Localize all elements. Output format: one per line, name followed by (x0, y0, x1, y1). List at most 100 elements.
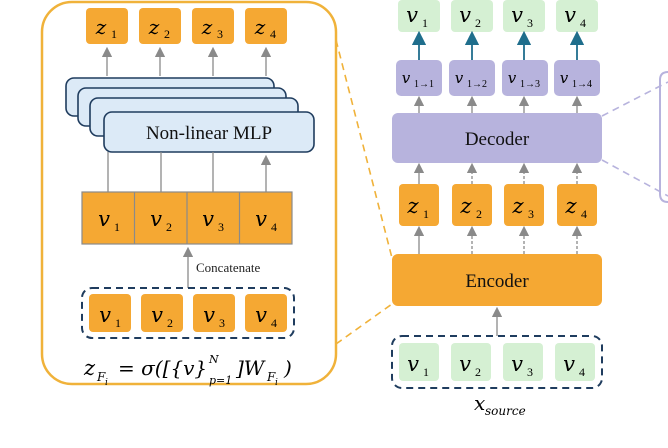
token-sub: 1→4 (572, 79, 592, 90)
token-sub: 2 (475, 365, 481, 379)
token-base: z (511, 194, 524, 218)
formula-close: ) (283, 356, 292, 380)
decoder-label: Decoder (465, 129, 530, 150)
token-base: v (455, 69, 464, 87)
token-sub: 2 (167, 316, 173, 330)
token-base: v (203, 303, 215, 327)
token-base: v (255, 303, 267, 327)
token-sub: 4 (271, 220, 277, 234)
token-sub: 4 (270, 27, 276, 41)
token-base: z (459, 194, 472, 218)
encoder-block (392, 254, 602, 306)
token-sub: 1 (111, 27, 117, 41)
token-base: v (150, 207, 162, 231)
latent-tokens: z 1 z 2 z 3 z 4 (399, 184, 597, 226)
token-base: v (151, 303, 163, 327)
token-base: v (560, 69, 569, 87)
formula-lhs-subsub: i (105, 378, 108, 388)
left-top-token: z 3 (192, 8, 234, 44)
token-base: z (148, 15, 160, 39)
left-top-token: z 4 (245, 8, 287, 44)
formula: z F i = σ([{v} N p=1 ]W F i ) (83, 353, 292, 388)
formula-sup: N (208, 353, 219, 366)
mlp-stack: Non-linear MLP (65, 77, 315, 153)
left-input-group (81, 287, 295, 339)
source-label-base: x (474, 391, 485, 415)
token-base: v (202, 207, 214, 231)
formula-body: = σ([{v} (118, 356, 207, 380)
token-base: v (406, 3, 418, 27)
token-sub: 3 (219, 316, 225, 330)
token-sub: 1→3 (520, 79, 540, 90)
token-base: v (99, 303, 111, 327)
token-sub: 4 (580, 16, 586, 30)
token-base: v (511, 352, 523, 376)
token-base: z (201, 15, 213, 39)
decoder-zoom-connector-top (601, 81, 668, 117)
token-sub: 2 (475, 16, 481, 30)
token-base: z (254, 15, 266, 39)
formula-rhs-sub: F (266, 370, 276, 384)
token-sub: 4 (581, 207, 587, 221)
token-sub: 3 (527, 365, 533, 379)
token-sub: 1 (422, 16, 428, 30)
left-top-token: z 2 (139, 8, 181, 44)
concat-to-mlp-lines (107, 152, 272, 192)
source-label-sub: source (485, 404, 526, 418)
formula-lhs-sub: F (96, 370, 106, 384)
decoder-block (392, 113, 602, 163)
token-sub: 3 (217, 27, 223, 41)
formula-sub: p=1 (209, 374, 232, 387)
formula-rhs-subsub: i (275, 378, 278, 388)
left-input-tokens: v 1 v 2 v 3 v 4 (89, 294, 287, 332)
token-sub: 1 (115, 316, 121, 330)
token-sub: 2 (164, 27, 170, 41)
token-sub: 2 (476, 207, 482, 221)
token-sub: 1 (114, 220, 120, 234)
token-base: z (406, 194, 419, 218)
mapping-tokens: v 1→1 v 1→2 v 1→3 v 1→4 (396, 60, 600, 96)
token-base: v (564, 3, 576, 27)
token-base: v (563, 352, 575, 376)
concatenate-label: Concatenate (196, 260, 260, 275)
token-sub: 1→1 (414, 79, 434, 90)
token-sub: 3 (218, 220, 224, 234)
token-base: v (459, 352, 471, 376)
token-base: v (255, 207, 267, 231)
token-base: v (402, 69, 411, 87)
decoder-detail-panel-edge (659, 71, 668, 203)
mlp-label: Non-linear MLP (146, 123, 272, 144)
formula-lhs: z (83, 356, 96, 380)
decoder-zoom-connector-bottom (601, 159, 668, 197)
token-sub: 4 (271, 316, 277, 330)
token-base: v (98, 207, 110, 231)
right-input-group (391, 335, 603, 389)
token-sub: 1 (423, 207, 429, 221)
token-base: z (95, 15, 107, 39)
token-base: v (511, 3, 523, 27)
token-sub: 2 (166, 220, 172, 234)
token-base: z (564, 194, 577, 218)
zoom-connector-top (335, 39, 393, 259)
output-tokens: v 1 v 2 v 3 v 4 (398, 0, 598, 32)
mlp-to-z-arrows (101, 46, 272, 76)
token-sub: 1→2 (467, 79, 487, 90)
token-base: v (407, 352, 419, 376)
left-top-token: z 1 (86, 8, 128, 44)
zoom-connector-bottom (335, 303, 393, 345)
mlp-card-front (103, 111, 315, 153)
token-sub: 3 (527, 16, 533, 30)
right-input-tokens: v 1 v 2 v 3 v 4 (399, 343, 595, 381)
token-base: v (459, 3, 471, 27)
token-sub: 3 (528, 207, 534, 221)
left-top-tokens: z 1 z 2 z 3 z 4 (86, 8, 287, 44)
encoder-to-latent-arrows (413, 225, 583, 254)
token-base: v (508, 69, 517, 87)
encoder-label: Encoder (465, 271, 529, 292)
token-sub: 4 (579, 365, 585, 379)
decoder-to-mapping-arrows (413, 95, 583, 113)
latent-to-decoder-arrows (413, 162, 583, 184)
formula-rhs: ]W (235, 356, 266, 380)
mapping-to-output-arrows (411, 30, 585, 60)
